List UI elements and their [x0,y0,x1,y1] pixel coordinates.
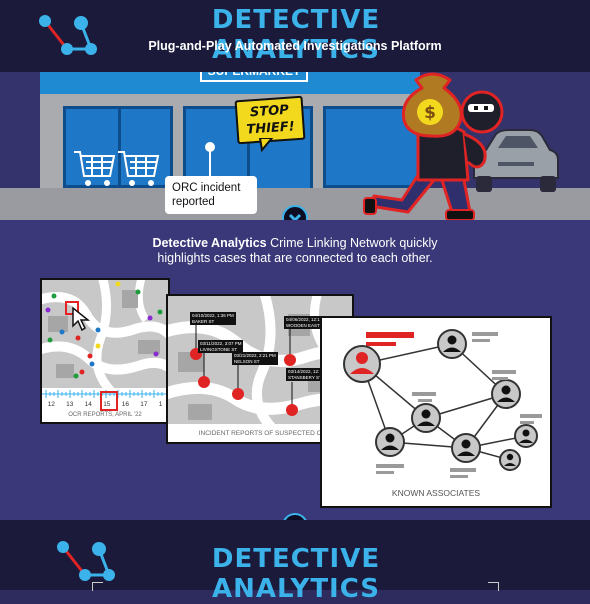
timeline-labels: 12 13 14 15 16 17 1 [42,401,168,408]
crime-linking-section: Detective Analytics Crime Linking Networ… [0,220,590,520]
timeline-label-selected[interactable]: 15 [103,401,111,408]
store-sign: SUPERMARKET [200,72,308,82]
description-line1: Detective Analytics Crime Linking Networ… [0,236,590,250]
known-associates-card: KNOWN ASSOCIATES [320,316,552,508]
cursor-icon [72,306,91,332]
incident-label-line2: reported [172,196,215,208]
associates-card-caption: KNOWN ASSOCIATES [391,488,481,498]
timeline-label[interactable]: 14 [84,401,92,408]
pin-date: 04/10/2022, 1:36 PM [192,313,234,318]
timeline-label[interactable]: 16 [121,401,129,408]
timeline-ticks [42,390,168,398]
ocr-map [42,280,168,388]
pin-place: WOODEN EAST [286,322,320,328]
pin-place: STANSBERY ST [288,374,322,380]
description-bold: Detective Analytics [152,236,267,250]
incident-card-caption: INCIDENT REPORTS OF SUSPECTED C [198,430,322,437]
suspect-node [343,345,381,383]
money-bag-icon: $ [401,72,463,138]
pin-place: NELSON ST [234,358,260,364]
page-subtitle: Plug-and-Play Automated Investigations P… [148,39,442,53]
shopping-cart-icon [74,151,160,186]
description-rest: Crime Linking Network quickly [266,236,438,250]
ocr-reports-card: 12 13 14 15 16 17 1 OCR REPORTS, APRIL '… [40,278,170,424]
frame-corner-left [92,582,103,591]
timeline-label[interactable]: 17 [140,401,148,408]
frame-corner-right [488,582,499,591]
incident-pointer [209,146,211,176]
timeline-label[interactable]: 12 [47,401,55,408]
timeline-label[interactable]: 1 [158,401,163,408]
page-title: DETECTIVE ANALYTICS [211,5,381,65]
pin-place: BAKER ST [192,318,215,324]
money-bag-symbol: $ [424,103,436,123]
network-logo-icon [57,541,115,581]
pin-date: 04/06/2022, 12:1 [286,317,320,322]
store-roof [40,72,420,94]
timeline-selected-day[interactable] [100,391,118,411]
pin-place: LIVINGSTONE ST [200,346,238,352]
incident-pin-label[interactable]: 03/14/2022, 12:STANSBERY ST [286,368,324,381]
incident-label-line1: ORC incident [172,182,241,194]
store-window-right [323,106,420,188]
incident-label: ORC incident reported [165,176,257,214]
header: DETECTIVE ANALYTICS Plug-and-Play Automa… [0,0,590,72]
speech-bubble-tail [258,138,274,152]
speech-bubble-line2: THIEF! [245,119,296,138]
store-window-left [63,106,173,188]
footer: DETECTIVE ANALYTICS [0,520,590,604]
network-logo-icon [39,15,97,55]
supermarket-scene: SUPERMARKET ORC incident reported STOP T… [0,72,590,220]
footer-title: DETECTIVE ANALYTICS [211,544,381,604]
incident-pointer-dot [205,142,215,152]
ocr-card-caption: OCR REPORTS, APRIL '22 [68,412,142,418]
pin-date: 03/14/2022, 12: [288,369,320,374]
description-line2: highlights cases that are connected to e… [157,251,433,265]
timeline-label[interactable]: 13 [66,401,74,408]
pin-date: 03/11/2022, 3:07 PM [200,341,242,346]
associates-network [343,329,542,478]
pin-date: 03/21/2022, 2:21 PM [234,353,276,358]
